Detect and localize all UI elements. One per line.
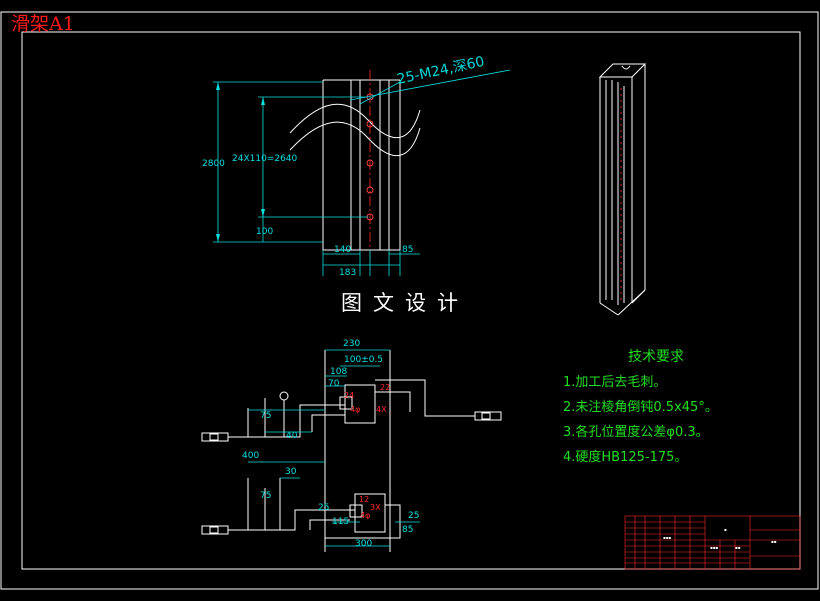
svg-text:12: 12: [359, 495, 369, 504]
dim-text-25-left: 25: [318, 503, 329, 513]
title-block: ▪▪▪ ▪ ▪▪ ▪▪▪ ▪▪: [624, 515, 801, 570]
hole-callout: 25-M24,深60: [349, 54, 511, 105]
technical-requirements: 技术要求 1.加工后去毛刺。 2.未注棱角倒钝0.5x45°。 3.各孔位置度公…: [563, 349, 718, 465]
dim-text-108: 108: [330, 367, 347, 377]
dim-text-115: 115: [332, 517, 349, 527]
requirement-item: 2.未注棱角倒钝0.5x45°。: [563, 399, 718, 415]
dim-text-230: 230: [343, 339, 360, 349]
dim-text-85: 85: [402, 525, 413, 535]
break-line-upper: [289, 103, 421, 138]
dim-bottom-widths: 140 85 183: [322, 245, 420, 278]
requirement-item: 3.各孔位置度公差φ0.3。: [563, 424, 709, 440]
dim-total-length: 2800: [202, 81, 323, 243]
dim-text-85: 85: [402, 245, 413, 255]
svg-text:24: 24: [344, 391, 354, 400]
isometric-view: [598, 63, 647, 316]
front-view: 2800 24X110=2640 100 140 85: [202, 54, 511, 278]
svg-text:4φ: 4φ: [360, 511, 370, 520]
svg-text:▪▪▪: ▪▪▪: [663, 535, 671, 540]
dim-text-100: 100: [256, 227, 273, 237]
sheet-label: 滑架A1: [11, 13, 75, 35]
dim-text-2800: 2800: [202, 159, 225, 169]
dim-text-100-05: 100±0.5: [344, 355, 383, 365]
svg-text:▪: ▪: [724, 527, 727, 532]
watermark-text: 图文设计: [341, 291, 469, 315]
dim-text-pitch: 24X110=2640: [232, 154, 298, 164]
dim-text-75-lower: 75: [260, 491, 271, 501]
dim-pitch: 24X110=2640: [232, 96, 368, 218]
dim-text-30: 30: [285, 467, 297, 477]
requirements-title: 技术要求: [628, 349, 684, 365]
dim-text-75-upper: 75: [260, 411, 271, 421]
svg-text:▪▪: ▪▪: [771, 539, 777, 544]
inner-frame: [21, 31, 801, 570]
tapped-hole: [366, 159, 374, 167]
svg-text:3X: 3X: [370, 503, 381, 512]
requirement-item: 4.硬度HB125-175。: [563, 449, 687, 465]
svg-text:4φ: 4φ: [350, 405, 360, 414]
svg-text:▪▪▪: ▪▪▪: [710, 545, 718, 550]
tapped-hole: [366, 120, 374, 128]
break-line-lower: [289, 121, 421, 156]
dim-text-40: 40: [286, 431, 298, 441]
svg-text:4X: 4X: [376, 405, 387, 414]
dim-text-400: 400: [242, 451, 259, 461]
svg-text:▪▪: ▪▪: [735, 545, 741, 550]
dim-text-300: 300: [355, 539, 372, 549]
dim-end-offset: 100: [256, 217, 273, 242]
hydraulic-schematic: 24 4X 4φ 22 12 3X 4φ 230 100±0.5 108 70 …: [201, 339, 502, 552]
dim-text-183: 183: [339, 268, 356, 278]
svg-text:22: 22: [380, 383, 390, 392]
dim-text-70: 70: [328, 379, 340, 389]
dim-text-25-right: 25: [408, 511, 419, 521]
outer-frame: [0, 11, 819, 590]
requirement-item: 1.加工后去毛刺。: [563, 375, 666, 390]
tapped-hole: [366, 186, 374, 194]
dim-text-140: 140: [334, 245, 351, 255]
rail-outline: [322, 79, 401, 251]
